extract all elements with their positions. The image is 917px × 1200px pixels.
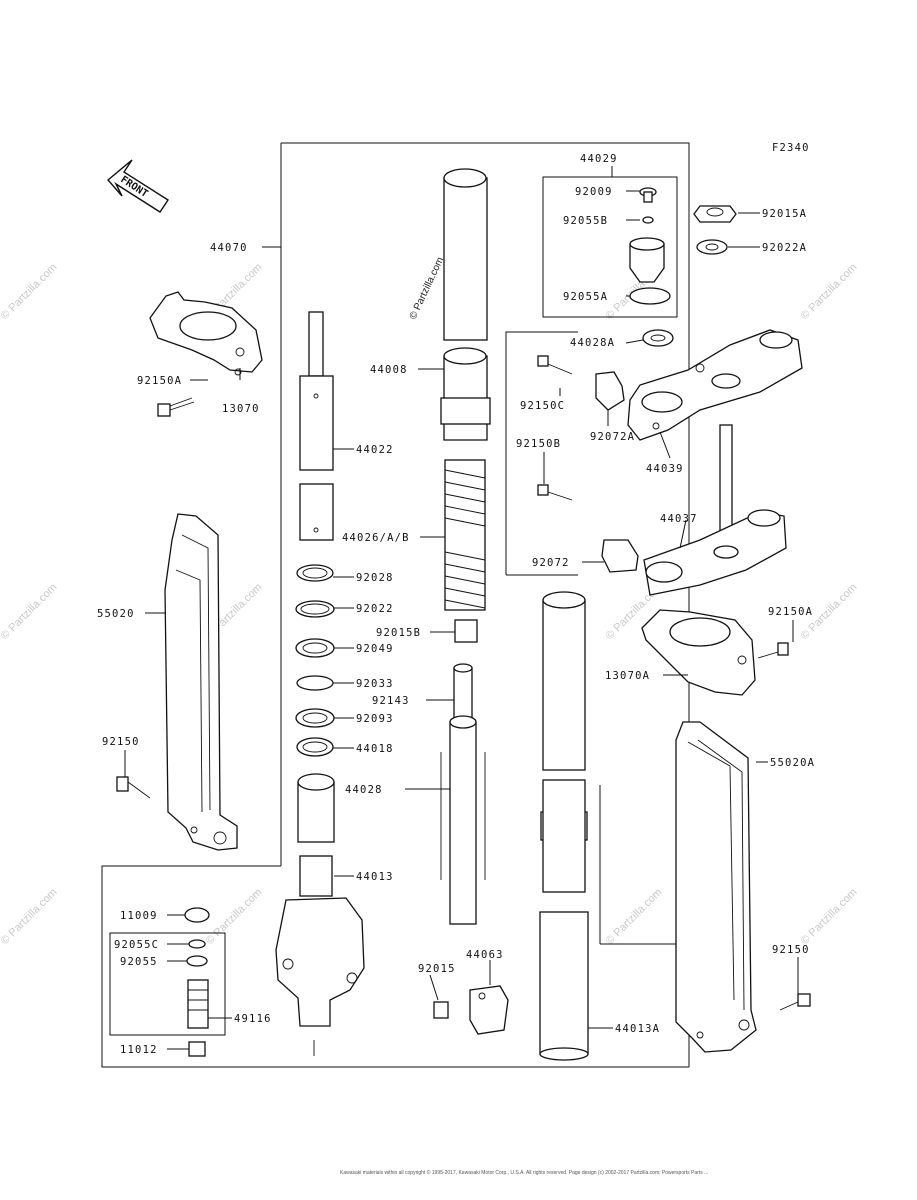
- washer-44028A: [642, 329, 674, 347]
- part-label: 44028A: [570, 337, 615, 349]
- part-label: 92150A: [137, 375, 182, 387]
- inner-tube-44013A: [539, 591, 589, 1061]
- part-label: 44028: [345, 784, 383, 796]
- part-label: 44008: [370, 364, 408, 376]
- watermark: © Partzilla.com: [408, 256, 446, 322]
- axle-clamp-13070A: [641, 609, 756, 696]
- part-label: 92055C: [114, 939, 159, 951]
- valve-49116: [187, 979, 209, 1029]
- bolt-92150-left: [116, 776, 151, 799]
- axle-clamp-13070: [149, 291, 263, 376]
- part-label: 92072A: [590, 431, 635, 443]
- bushing-92028: [296, 564, 334, 582]
- outer-tube-44008: [440, 168, 491, 441]
- watermark: © Partzilla.com: [204, 886, 265, 947]
- part-label: 92022A: [762, 242, 807, 254]
- watermark: © Partzilla.com: [0, 886, 60, 947]
- part-label: 92150: [772, 944, 810, 956]
- part-label: 55020A: [770, 757, 815, 769]
- part-label: 92028: [356, 572, 394, 584]
- nut-92015A: [693, 205, 737, 223]
- part-label: 92022: [356, 603, 394, 615]
- nut-92015: [433, 1001, 449, 1019]
- part-label: 44026/A/B: [342, 532, 410, 544]
- part-label: 44070: [210, 242, 248, 254]
- bolt-92150A-left: [157, 397, 195, 417]
- part-label: 13070: [222, 403, 260, 415]
- fork-guard-left: [164, 513, 238, 851]
- clamp-92072: [601, 539, 639, 573]
- part-label: 11012: [120, 1044, 158, 1056]
- part-label: 92150B: [516, 438, 561, 450]
- washer-11009: [184, 907, 210, 923]
- part-label: 92015A: [762, 208, 807, 220]
- oring-92055: [186, 955, 208, 967]
- fork-guard-right: [675, 721, 757, 1053]
- part-label: 92015B: [376, 627, 421, 639]
- part-label: 44018: [356, 743, 394, 755]
- leader-lines: [124, 166, 799, 1050]
- watermark: © Partzilla.com: [0, 581, 60, 642]
- bolt-92150B: [537, 484, 573, 501]
- bolt-92150A-right: [757, 642, 789, 659]
- oring-92055A: [629, 287, 671, 305]
- part-label: 44029: [580, 153, 618, 165]
- part-label: 92055B: [563, 215, 608, 227]
- part-label: 92033: [356, 678, 394, 690]
- part-label: 92049: [356, 643, 394, 655]
- part-label: 49116: [234, 1013, 272, 1025]
- part-label: 92015: [418, 963, 456, 975]
- collar-92143: [453, 663, 473, 725]
- washer-92022: [295, 600, 335, 618]
- part-label: 44037: [660, 513, 698, 525]
- gasket-11012: [188, 1041, 206, 1057]
- part-label: 92150C: [520, 400, 565, 412]
- oil-seal-92049: [295, 638, 335, 658]
- oring-92055C: [188, 939, 206, 949]
- bolt-92150-right: [779, 993, 811, 1011]
- clamp-92072A: [595, 371, 625, 411]
- part-label: 92055: [120, 956, 158, 968]
- part-label: 44063: [466, 949, 504, 961]
- part-label: 44022: [356, 444, 394, 456]
- part-label: 44039: [646, 463, 684, 475]
- part-label: 92150: [102, 736, 140, 748]
- part-label: 13070A: [605, 670, 650, 682]
- circlip-92033: [296, 675, 334, 691]
- part-label: 44013A: [615, 1023, 660, 1035]
- copyright-line: Kawasaki materials within all copyright …: [340, 1169, 708, 1176]
- spring-44026: [444, 459, 486, 611]
- watermark: © Partzilla.com: [0, 261, 60, 322]
- part-label: 92150A: [768, 606, 813, 618]
- axle-holder-44063: [469, 985, 509, 1035]
- bushing-44018: [296, 737, 334, 757]
- figure-code: F2340: [772, 142, 810, 154]
- washer-92022A: [696, 239, 728, 255]
- front-arrow-icon: FRONT: [107, 159, 169, 213]
- part-label: 11009: [120, 910, 158, 922]
- screw-92009: [639, 187, 657, 203]
- part-label: 55020: [97, 608, 135, 620]
- steering-stem-44037: [643, 424, 787, 596]
- watermark: © Partzilla.com: [604, 886, 665, 947]
- part-labels: 44029 92009 92055B 92055A 44028A 92015A …: [97, 153, 815, 1056]
- outer-slider-44013: [275, 773, 365, 1056]
- cap-bolt: [629, 237, 665, 283]
- part-label: 92055A: [563, 291, 608, 303]
- part-label: 92143: [372, 695, 410, 707]
- part-label: 92009: [575, 186, 613, 198]
- cylinder-44028: [440, 715, 486, 925]
- nut-92015B: [454, 619, 478, 643]
- bolt-92150C: [537, 355, 573, 375]
- watermark: © Partzilla.com: [799, 261, 860, 322]
- oring-92055B: [642, 216, 654, 224]
- part-label: 92072: [532, 557, 570, 569]
- dust-seal-92093: [295, 708, 335, 728]
- damper-rod-44022: [299, 311, 334, 541]
- part-label: 44013: [356, 871, 394, 883]
- watermark: © Partzilla.com: [799, 886, 860, 947]
- upper-triple-clamp-44039: [627, 329, 803, 441]
- part-label: 92093: [356, 713, 394, 725]
